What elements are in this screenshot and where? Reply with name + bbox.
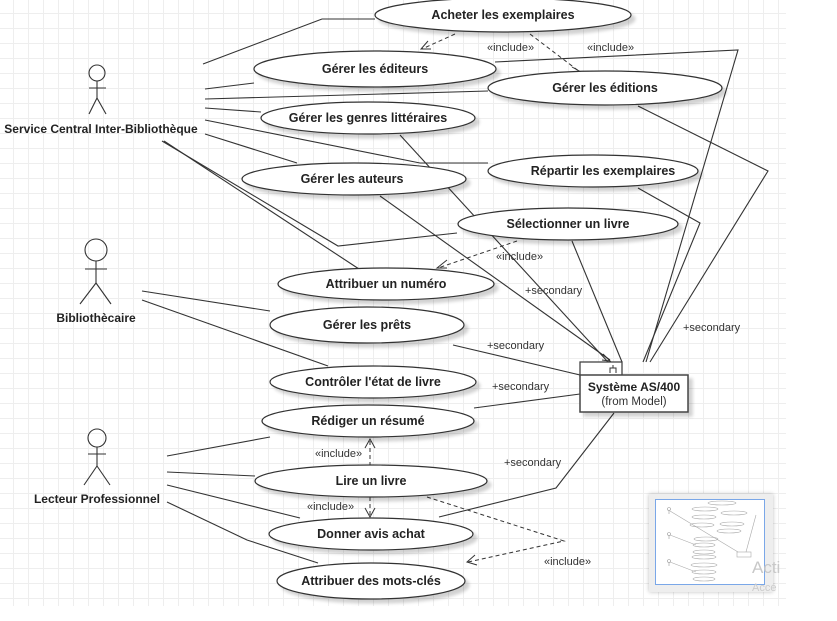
use-case-donner-avis[interactable] xyxy=(268,517,474,551)
uc-label: Sélectionner un livre xyxy=(507,217,630,231)
uc-label: Attribuer un numéro xyxy=(326,277,447,291)
uc-label: Acheter les exemplaires xyxy=(431,8,574,22)
uc-label: Rédiger un résumé xyxy=(311,414,424,428)
actor-label-sci: Service Central Inter-Bibliothèque xyxy=(4,122,198,136)
secondary-role-labels: +secondary +secondary +secondary +second… xyxy=(487,285,741,469)
include-labels: «include» «include» «include» «include» … xyxy=(307,42,634,568)
uc-label: Donner avis achat xyxy=(317,527,426,541)
use-case-controler-etat[interactable] xyxy=(269,365,477,399)
assoc-sci-uc1[interactable] xyxy=(202,18,375,65)
actor-head-icon xyxy=(84,238,108,262)
actor-label-bib: Bibliothècaire xyxy=(56,311,136,325)
bib-associations xyxy=(141,290,329,367)
system-links xyxy=(379,49,769,518)
actor-bib[interactable] xyxy=(79,238,112,305)
include-label: «include» xyxy=(307,501,354,513)
use-case-gerer-prets[interactable] xyxy=(269,306,465,344)
use-case-rediger-resume[interactable] xyxy=(261,404,475,438)
use-case-selectionner-livre[interactable] xyxy=(457,207,679,241)
assoc-sci-uc5[interactable] xyxy=(204,119,488,164)
include-label: «include» xyxy=(544,556,591,568)
assoc-sci-uc4[interactable] xyxy=(204,107,262,113)
uc-label: Gérer les genres littéraires xyxy=(289,111,447,125)
assoc-sci-uc3[interactable] xyxy=(204,90,489,100)
link-uc6-system[interactable] xyxy=(379,195,611,361)
uc-label: Gérer les prêts xyxy=(323,318,411,332)
system-as400[interactable]: Système AS/400 (from Model) xyxy=(579,361,689,413)
minimap-viewport[interactable] xyxy=(655,499,765,585)
use-case-attribuer-numero[interactable] xyxy=(277,267,495,301)
include-uc1-uc2[interactable] xyxy=(421,33,456,50)
assoc-lec-uc12[interactable] xyxy=(166,471,256,477)
use-case-gerer-genres[interactable] xyxy=(260,101,476,135)
system-subtitle: (from Model) xyxy=(601,396,666,408)
assoc-lec-uc13[interactable] xyxy=(166,484,301,519)
secondary-role-label: +secondary xyxy=(487,340,545,352)
secondary-role-label: +secondary xyxy=(504,457,562,469)
assoc-sci-uc8[interactable] xyxy=(163,140,360,270)
link-uc7-system[interactable] xyxy=(571,240,623,363)
assoc-sci-uc7[interactable] xyxy=(161,140,458,247)
overview-minimap[interactable] xyxy=(649,494,773,592)
link-uc3-system[interactable] xyxy=(637,105,769,363)
include-label: «include» xyxy=(315,448,362,460)
include-label: «include» xyxy=(496,251,543,263)
use-case-ellipses xyxy=(241,0,723,600)
uc-label: Lire un livre xyxy=(336,474,407,488)
include-label: «include» xyxy=(487,42,534,54)
secondary-role-label: +secondary xyxy=(492,381,550,393)
activation-watermark-subtext: Accé xyxy=(752,582,777,594)
activation-watermark: Acti xyxy=(752,558,781,577)
uc-label: Répartir les exemplaires xyxy=(531,164,676,178)
assoc-bib-uc9[interactable] xyxy=(141,290,271,312)
assoc-sci-uc6[interactable] xyxy=(204,133,298,164)
use-case-gerer-auteurs[interactable] xyxy=(241,162,467,196)
assoc-lec-uc14[interactable] xyxy=(166,501,319,564)
link-uc10-system[interactable] xyxy=(473,393,581,409)
uc-label: Gérer les éditeurs xyxy=(322,62,428,76)
link-uc2-system[interactable] xyxy=(494,49,739,363)
link-uc9-system[interactable] xyxy=(452,344,581,376)
use-case-lire-livre[interactable] xyxy=(254,464,488,498)
use-case-attribuer-mots-cles[interactable] xyxy=(276,562,466,600)
secondary-role-label: +secondary xyxy=(683,322,741,334)
use-case-acheter-exemplaires[interactable] xyxy=(374,0,632,33)
uc-label: Contrôler l'état de livre xyxy=(305,375,441,389)
actor-sci[interactable] xyxy=(88,64,107,115)
system-box xyxy=(579,374,689,413)
actor-head-icon xyxy=(88,64,106,82)
assoc-lec-uc11[interactable] xyxy=(166,436,271,457)
uc-label: Gérer les éditions xyxy=(552,81,658,95)
uc-label: Attribuer des mots-clés xyxy=(301,574,441,588)
assoc-bib-uc10[interactable] xyxy=(141,299,329,367)
actor-lec[interactable] xyxy=(83,428,111,486)
actor-head-icon xyxy=(87,428,107,448)
include-dependencies xyxy=(369,33,581,563)
arrow-head xyxy=(601,353,612,362)
sci-associations xyxy=(161,18,489,270)
subsystem-icon xyxy=(609,365,617,373)
use-case-repartir-exemplaires[interactable] xyxy=(487,154,699,188)
secondary-role-label: +secondary xyxy=(525,285,583,297)
lec-associations xyxy=(166,436,319,564)
minimap-thumbnail xyxy=(667,500,757,582)
include-uc1-uc3[interactable] xyxy=(529,33,581,73)
uc-label: Gérer les auteurs xyxy=(301,172,404,186)
link-uc13-system[interactable] xyxy=(438,412,615,518)
include-uc12-uc14[interactable] xyxy=(426,496,566,563)
link-uc5-system[interactable] xyxy=(637,187,701,363)
use-case-labels: Acheter les exemplaires Gérer les éditeu… xyxy=(289,8,676,588)
use-case-gerer-editions[interactable] xyxy=(487,70,723,106)
include-label: «include» xyxy=(587,42,634,54)
assoc-sci-uc2[interactable] xyxy=(204,82,255,90)
use-case-gerer-editeurs[interactable] xyxy=(253,50,497,88)
system-name: Système AS/400 xyxy=(588,380,681,394)
actor-label-lec: Lecteur Professionnel xyxy=(34,492,160,506)
